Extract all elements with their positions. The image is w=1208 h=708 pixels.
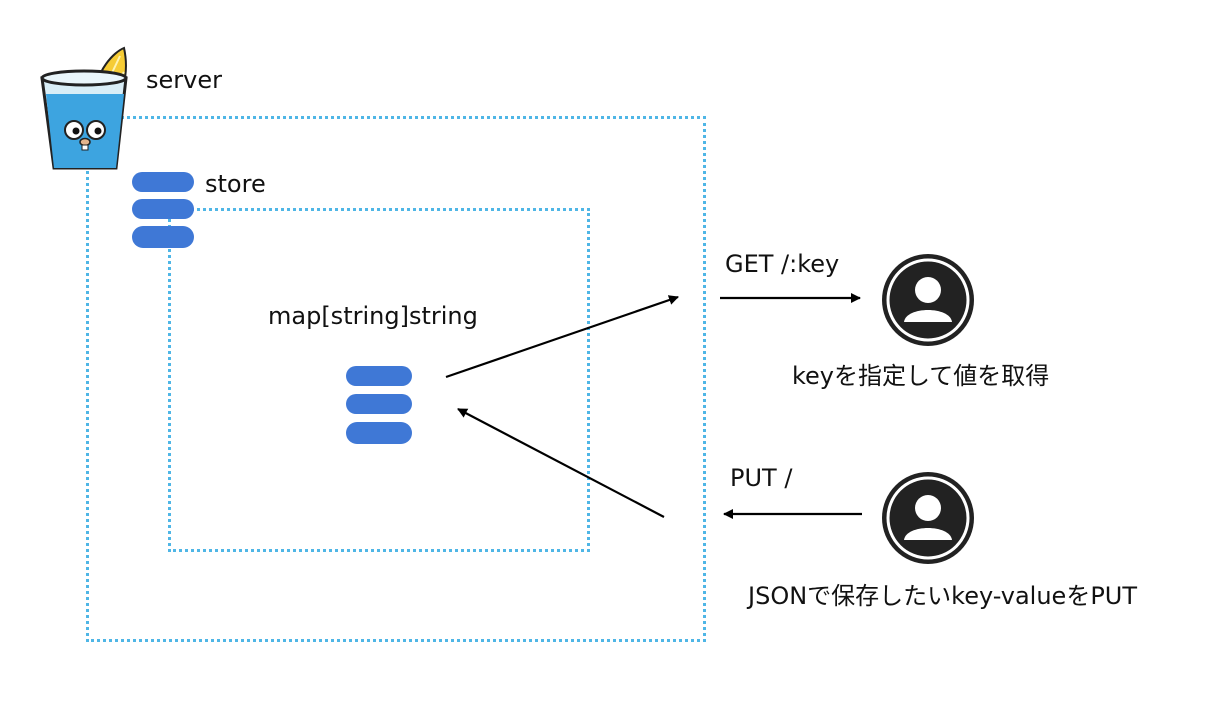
server-boundary xyxy=(86,116,706,642)
put-request-label: PUT / xyxy=(730,464,793,492)
put-caption: JSONで保存したいkey-valueをPUT xyxy=(748,582,1138,610)
map-label: map[string]string xyxy=(268,302,478,330)
store-boundary xyxy=(168,208,590,552)
store-database-icon xyxy=(132,172,194,248)
map-database-icon xyxy=(346,366,412,444)
user-put-icon xyxy=(882,472,974,564)
put-store-arrow xyxy=(457,408,665,518)
store-label: store xyxy=(205,170,266,198)
get-response-arrow xyxy=(445,295,679,379)
user-get-icon xyxy=(882,254,974,346)
gopher-mascot-icon xyxy=(40,46,128,170)
server-label: server xyxy=(146,66,222,94)
get-request-label: GET /:key xyxy=(725,250,840,278)
get-caption: keyを指定して値を取得 xyxy=(792,362,1050,390)
